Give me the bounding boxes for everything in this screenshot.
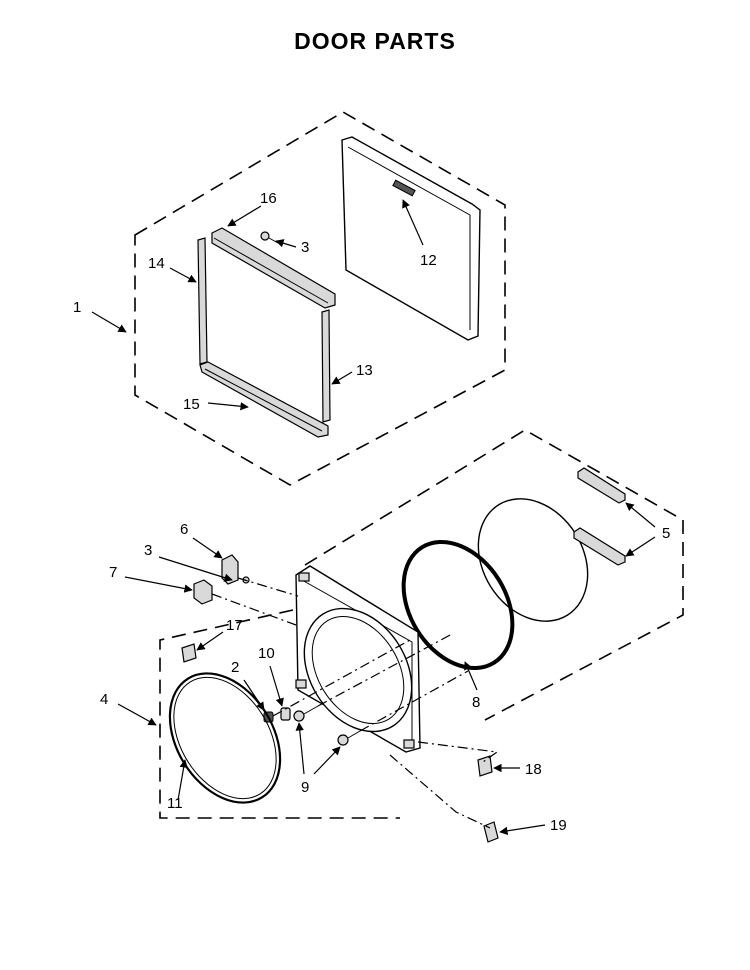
- left-trim-14[interactable]: [197, 237, 208, 365]
- callout-14: 14: [148, 255, 165, 272]
- inner-door-frame[interactable]: [282, 565, 433, 753]
- callout-17: 17: [226, 617, 243, 634]
- leader-3b: [158, 556, 233, 582]
- leader-4: [117, 703, 157, 726]
- guide-line-f: [417, 741, 499, 763]
- callout-15: 15: [183, 396, 200, 413]
- callout-8: 8: [472, 694, 480, 711]
- callout-2: 2: [231, 659, 239, 676]
- callout-12: 12: [420, 252, 437, 269]
- leader-1: [91, 311, 127, 333]
- leader-6: [192, 537, 223, 559]
- callout-5: 5: [662, 525, 670, 542]
- callout-1: 1: [73, 299, 81, 316]
- guide-line-a: [237, 577, 299, 597]
- callout-3-upper: 3: [301, 239, 309, 256]
- leader-16: [227, 205, 262, 227]
- leader-3a: [275, 239, 297, 248]
- outer-door-panel-12[interactable]: [341, 136, 481, 341]
- callout-10: 10: [258, 645, 275, 662]
- leader-14: [169, 267, 197, 283]
- callout-4: 4: [100, 691, 108, 708]
- callout-19: 19: [550, 817, 567, 834]
- leader-9a: [295, 722, 305, 775]
- leader-2: [243, 679, 265, 711]
- guide-line-b: [211, 593, 297, 626]
- callout-16: 16: [260, 190, 277, 207]
- diagram-title: DOOR PARTS: [294, 28, 456, 54]
- assembly-1-boundary: [134, 111, 506, 486]
- screw-9-lower[interactable]: [337, 730, 361, 746]
- leader-19: [499, 824, 546, 835]
- clip-19[interactable]: [483, 821, 499, 843]
- right-trim-13[interactable]: [321, 309, 331, 423]
- guide-line-d: [317, 633, 453, 707]
- screw-3-upper[interactable]: [260, 231, 279, 244]
- leader-15: [207, 402, 249, 411]
- door-handle-slot: [392, 179, 416, 197]
- catch-10[interactable]: [280, 707, 291, 721]
- callout-7: 7: [109, 564, 117, 581]
- leader-9b: [313, 746, 341, 775]
- callout-3-lower: 3: [144, 542, 152, 559]
- screw-9-upper[interactable]: [293, 705, 319, 722]
- callout-13: 13: [356, 362, 373, 379]
- top-trim-16[interactable]: [211, 227, 336, 309]
- guide-line-c: [272, 639, 411, 717]
- leader-13: [331, 371, 353, 385]
- callout-11: 11: [167, 795, 183, 812]
- callout-9: 9: [301, 779, 309, 796]
- callout-18: 18: [525, 761, 542, 778]
- leader-5a: [625, 502, 656, 528]
- leader-10: [269, 665, 284, 707]
- leader-11: [177, 759, 188, 801]
- guide-line-e: [359, 670, 469, 732]
- leader-7: [124, 576, 193, 593]
- callout-6: 6: [180, 521, 188, 538]
- assembly-4-lower-boundary: [159, 609, 400, 819]
- hinge-bracket-7[interactable]: [193, 579, 213, 605]
- cover-17[interactable]: [181, 643, 197, 663]
- cap-18[interactable]: [477, 755, 493, 777]
- leader-8: [464, 661, 478, 691]
- bottom-trim-15[interactable]: [199, 361, 329, 438]
- door-seal-8[interactable]: [381, 522, 534, 688]
- guide-line-g: [389, 754, 491, 829]
- leader-5b: [625, 536, 656, 557]
- glass-retainer-5-lower[interactable]: [573, 527, 626, 566]
- leader-17: [196, 631, 224, 651]
- door-glass-5[interactable]: [456, 478, 610, 641]
- glass-retainer-5-upper[interactable]: [577, 467, 626, 504]
- leader-12: [402, 199, 424, 246]
